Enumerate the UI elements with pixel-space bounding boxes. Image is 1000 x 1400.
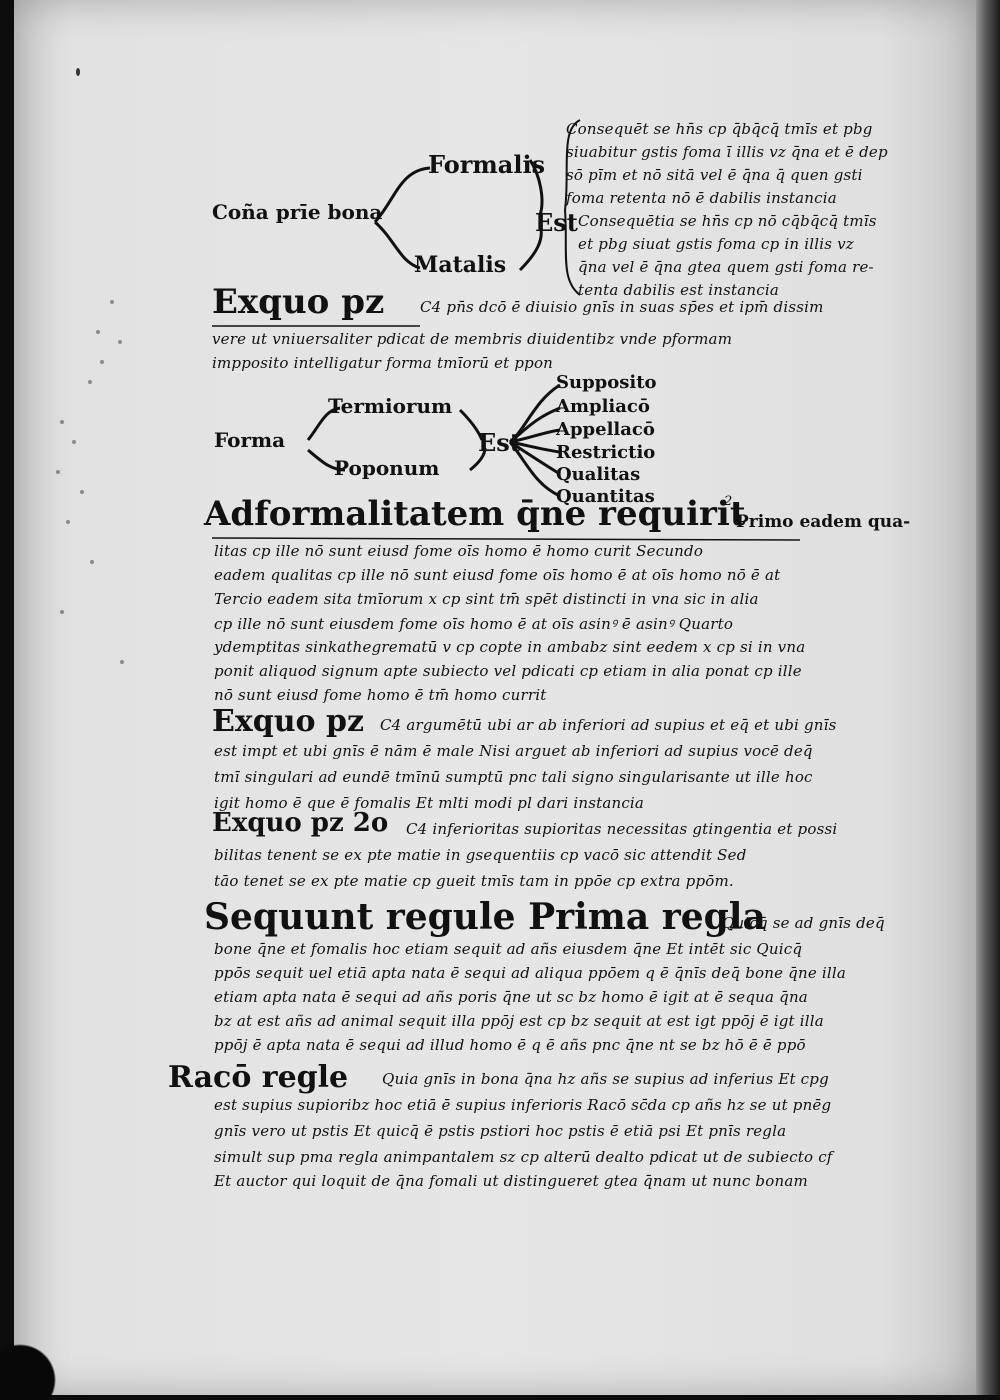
text-line: nō sunt eiusd fome homo ē tm̄ homo curri…	[214, 686, 547, 704]
text-line: gnīs vero ut pstis Et quicq̄ ē pstis pst…	[214, 1122, 787, 1140]
para2-head: Adformalitatem q̄ne requirit	[204, 494, 746, 534]
text-line: bone q̄ne et fomalis hoc etiam sequit ad…	[214, 940, 803, 958]
diagram1-joiner: Est	[535, 208, 578, 237]
text-line: cp ille nō sunt eiusdem fome oīs homo ē …	[214, 615, 734, 633]
def-line: q̄na vel ē q̄na gtea quem gsti foma re-	[578, 258, 874, 276]
def-line: Consequēt se hn̄s cp q̄bq̄cq̄ tmīs et pb…	[566, 120, 873, 138]
diagram2-leaf: Supposito	[556, 372, 657, 393]
diagram2-leaf: Appellacō	[556, 419, 655, 440]
para4-head: Exquo pz 2o	[212, 808, 389, 838]
para5-head: Sequunt regule Prima regla	[204, 896, 766, 938]
diagram1-branch-top: Formalis	[428, 150, 546, 179]
diagram2-branch-top: Termiorum	[328, 394, 453, 418]
para2-superscript: 2	[724, 494, 733, 509]
page-damage-hole	[0, 1320, 70, 1400]
text-line: igit homo ē que ē fomalis Et mlti modi p…	[214, 794, 645, 812]
text-line: impposito intelligatur forma tmīorū et p…	[212, 354, 554, 372]
text-line: ppōs sequit uel etiā apta nata ē sequi a…	[214, 964, 847, 982]
diagram2-leaf: Qualitas	[556, 464, 641, 485]
text-line: est impt et ubi gnīs ē nām ē male Nisi a…	[214, 742, 813, 760]
def-line: siuabitur gstis foma ī illis vz q̄na et …	[566, 143, 888, 161]
text-line: etiam apta nata ē sequi ad añs poris q̄n…	[214, 988, 808, 1006]
diagram1-root: Coña prīe bona	[212, 200, 383, 224]
text-line: tmī singulari ad eundē tmīnū sumptū pnc …	[214, 768, 813, 786]
diagram2-joiner: Est	[478, 428, 521, 457]
manuscript-page	[14, 0, 976, 1395]
def-line: sō pīm et nō sitā vel ē q̄na q̄ quen gst…	[566, 166, 863, 184]
text-line: simult sup pma regla animpantalem sz cp …	[214, 1148, 833, 1166]
text-line: Primo eadem qua-	[736, 512, 911, 532]
diagram1-branch-bottom: Matalis	[414, 252, 507, 278]
text-line: bilitas tenent se ex pte matie in gseque…	[214, 846, 747, 864]
para1-head: Exquo pz	[212, 282, 385, 322]
text-line: litas cp ille nō sunt eiusd fome oīs hom…	[214, 542, 704, 560]
text-line: ponit aliquod signum apte subiecto vel p…	[214, 662, 802, 680]
text-line: est supius supioribz hoc etiā ē supius i…	[214, 1096, 832, 1114]
text-line: Quicq̄ se ad gnīs deq̄	[722, 914, 885, 932]
text-line: ydemptitas sinkathegrematū v cp copte in…	[214, 638, 806, 656]
text-line: C4 inferioritas supioritas necessitas gt…	[406, 820, 838, 838]
para3-head: Exquo pz	[212, 704, 365, 739]
diagram2-root: Forma	[214, 428, 286, 452]
def-line: foma retenta nō ē dabilis instancia	[566, 189, 837, 207]
def-line: et pbg siuat gstis foma cp in illis vz	[578, 235, 854, 253]
diagram2-leaf: Quantitas	[556, 486, 655, 507]
text-line: Tercio eadem sita tmīorum x cp sint tm̄ …	[214, 590, 759, 608]
diagram2-leaf: Ampliacō	[556, 396, 650, 417]
diagram2-leaf: Restrictio	[556, 442, 656, 463]
text-line: C4 argumētū ubi ar ab inferiori ad supiu…	[380, 716, 837, 734]
text-line: Et auctor qui loquit de q̄na fomali ut d…	[214, 1172, 808, 1190]
text-line: C4 pn̄s dcō ē diuisio gnīs in suas sp̄es…	[420, 298, 824, 316]
text-line: vere ut vniuersaliter pdicat de membris …	[212, 330, 733, 348]
text-line: tāo tenet se ex pte matie cp gueit tmīs …	[214, 872, 734, 890]
def-line: Consequētia se hn̄s cp nō cq̄bq̄cq̄ tmīs	[578, 212, 877, 230]
text-line: Quia gnīs in bona q̄na hz añs se supius …	[382, 1070, 829, 1088]
para6-head: Racō regle	[168, 1060, 349, 1095]
page-edge-shadow	[976, 0, 1000, 1395]
diagram2-branch-bottom: Poponum	[334, 456, 440, 480]
text-line: eadem qualitas cp ille nō sunt eiusd fom…	[214, 566, 781, 584]
text-line: ppōj ē apta nata ē sequi ad illud homo ē…	[214, 1036, 806, 1054]
def-line: tenta dabilis est instancia	[578, 281, 780, 299]
text-line: bz at est añs ad animal sequit illa ppōj…	[214, 1012, 824, 1030]
